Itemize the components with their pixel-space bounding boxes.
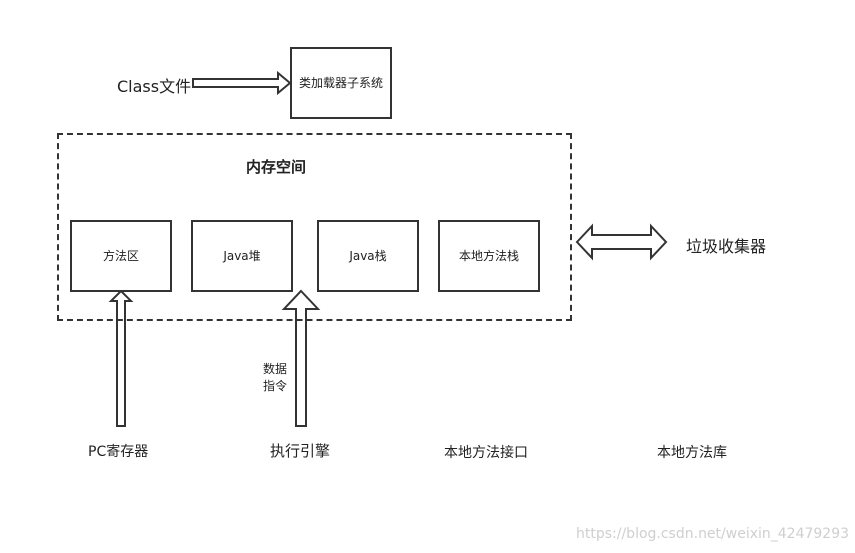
java-stack-box: Java栈 bbox=[317, 220, 419, 292]
class-loader-box: 类加载器子系统 bbox=[290, 47, 392, 119]
watermark: https://blog.csdn.net/weixin_42479293 bbox=[576, 526, 850, 542]
method-area-box: 方法区 bbox=[70, 220, 172, 292]
java-heap-box: Java堆 bbox=[191, 220, 293, 292]
native-method-stack-label: 本地方法栈 bbox=[458, 249, 519, 263]
data-label: 数据 bbox=[263, 362, 288, 376]
instruction-label: 指令 bbox=[263, 379, 288, 393]
class-file-label: Class文件 bbox=[117, 77, 192, 96]
arrow-memory-gc bbox=[575, 223, 668, 261]
arrow-class-to-loader bbox=[192, 70, 292, 96]
arrow-engine-to-heap bbox=[281, 289, 321, 427]
class-loader-label: 类加载器子系统 bbox=[298, 76, 383, 90]
arrow-pc-to-method-area bbox=[108, 289, 134, 427]
native-method-stack-box: 本地方法栈 bbox=[438, 220, 540, 292]
pc-register-label: PC寄存器 bbox=[88, 444, 149, 460]
memory-space-title: 内存空间 bbox=[246, 158, 307, 176]
java-heap-label: Java堆 bbox=[223, 249, 261, 263]
gc-label: 垃圾收集器 bbox=[686, 237, 767, 256]
java-stack-label: Java栈 bbox=[349, 249, 387, 263]
method-area-label: 方法区 bbox=[102, 249, 139, 263]
native-interface-label: 本地方法接口 bbox=[444, 445, 528, 461]
execution-engine-label: 执行引擎 bbox=[270, 442, 331, 460]
native-library-label: 本地方法库 bbox=[657, 445, 727, 461]
memory-space-region bbox=[57, 133, 572, 321]
